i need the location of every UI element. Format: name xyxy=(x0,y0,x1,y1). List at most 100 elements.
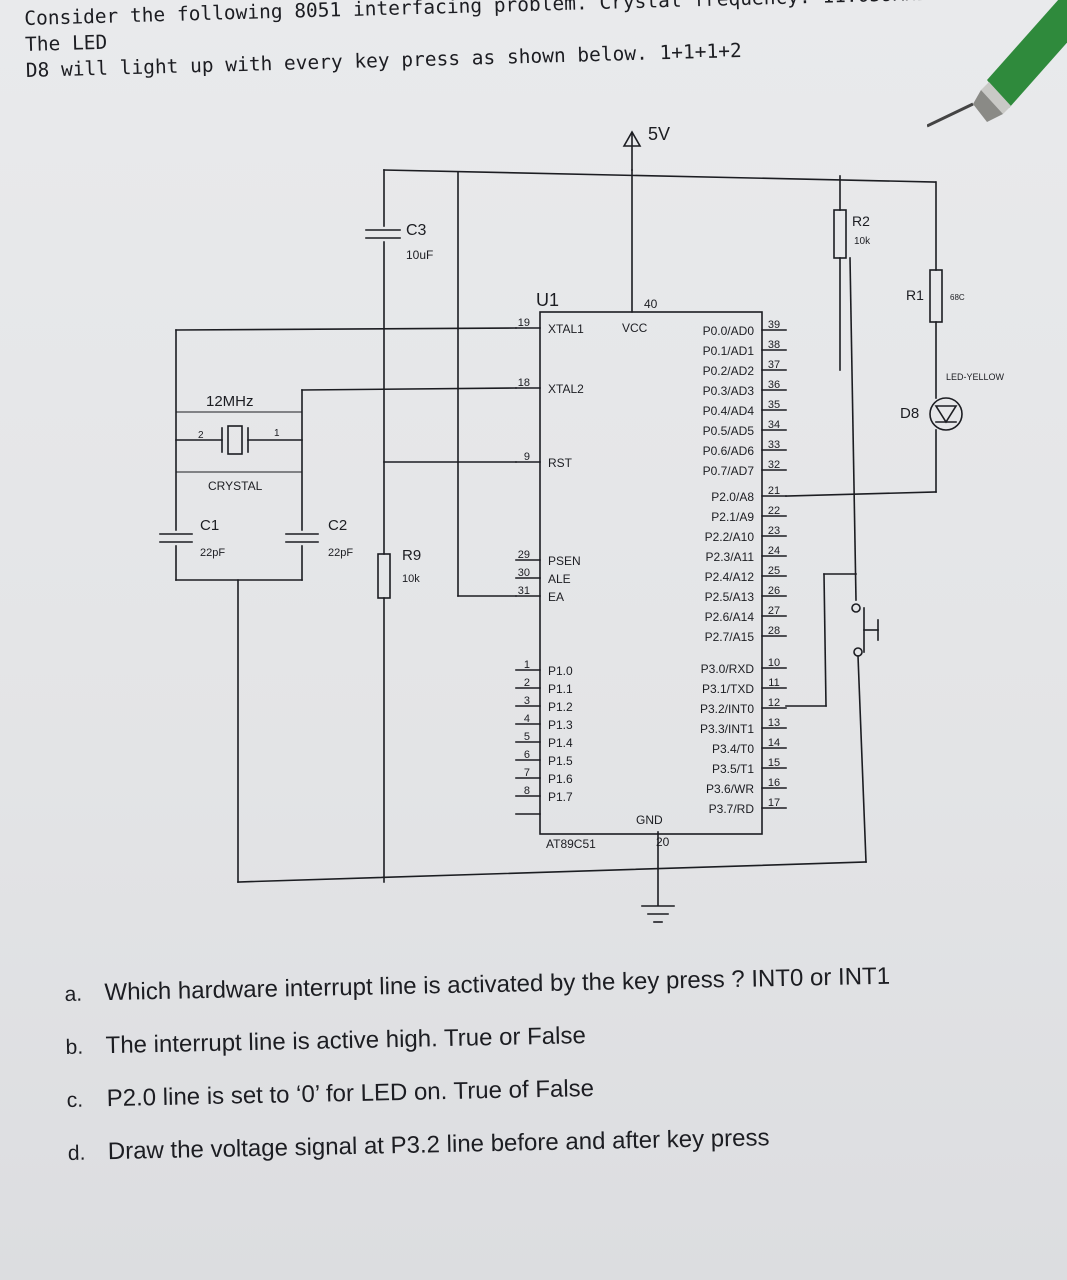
pin-name-right: P3.0/RXD xyxy=(701,662,755,676)
vcc-rail xyxy=(383,169,936,183)
vcc-pin: 40 xyxy=(644,297,658,311)
p2-0-wire xyxy=(785,491,937,497)
pin-number-left: 5 xyxy=(524,731,530,743)
d8-value: LED-YELLOW xyxy=(946,372,1005,382)
pin-name-left: EA xyxy=(548,590,564,604)
pin-number-right: 32 xyxy=(768,459,780,471)
crystal-body xyxy=(227,425,243,455)
question-c-label: c. xyxy=(66,1088,84,1112)
d8-led-icon xyxy=(929,397,963,431)
r1-value: 68C xyxy=(950,293,965,302)
r2-resistor xyxy=(833,209,847,259)
pin-number-right: 35 xyxy=(768,399,780,411)
pin-number-left: 31 xyxy=(518,585,530,597)
right-pin-labels: 39P0.0/AD038P0.1/AD137P0.2/AD236P0.3/AD3… xyxy=(700,319,780,816)
pin-number-right: 10 xyxy=(768,657,780,669)
pin-name-left: P1.4 xyxy=(548,736,573,750)
r9-label: R9 xyxy=(402,547,421,564)
pin-name-left: XTAL2 xyxy=(548,382,584,396)
pin-number-left: 19 xyxy=(518,317,530,329)
question-a-label: a. xyxy=(64,982,83,1006)
r1-resistor xyxy=(929,269,943,323)
pin-name-right: P3.5/T1 xyxy=(712,762,754,776)
r9-resistor xyxy=(377,553,391,599)
crystal-pin-2: 2 xyxy=(198,430,204,441)
r1-label: R1 xyxy=(906,287,924,303)
pin-number-right: 37 xyxy=(768,359,780,371)
pin-number-right: 17 xyxy=(768,797,780,809)
pin-number-right: 22 xyxy=(768,505,780,517)
pin-name-left: P1.7 xyxy=(548,790,573,804)
pin-number-right: 36 xyxy=(768,379,780,391)
gnd-label: GND xyxy=(636,813,663,827)
pin-number-right: 34 xyxy=(768,419,780,431)
pin-number-right: 24 xyxy=(768,545,780,557)
pin-number-right: 11 xyxy=(768,677,779,689)
vcc-label: VCC xyxy=(622,321,648,335)
pin-number-right: 25 xyxy=(768,565,780,577)
crystal-pin-1: 1 xyxy=(274,428,280,439)
c3-label: C3 xyxy=(406,222,427,239)
pin-number-right: 28 xyxy=(768,625,780,637)
question-list: a. Which hardware interrupt line is activ… xyxy=(64,948,1028,1180)
pin-name-left: RST xyxy=(548,456,573,470)
pin-number-left: 8 xyxy=(524,785,530,797)
pin-number-left: 18 xyxy=(518,377,530,389)
right-pin-stubs xyxy=(761,329,787,809)
pin-name-right: P3.1/TXD xyxy=(702,682,754,696)
push-button-icon xyxy=(851,603,879,657)
crystal-label: CRYSTAL xyxy=(208,479,263,493)
question-a-text: Which hardware interrupt line is activat… xyxy=(104,962,891,1007)
r9-value: 10k xyxy=(402,573,420,585)
pin-name-right: P2.3/A11 xyxy=(706,550,755,564)
pin-number-right: 27 xyxy=(768,605,780,617)
pin-name-right: P3.6/WR xyxy=(706,782,754,796)
pin-name-right: P0.6/AD6 xyxy=(703,444,755,458)
gnd-pin: 20 xyxy=(656,835,670,849)
pin-number-right: 14 xyxy=(768,737,780,749)
pin-number-left: 1 xyxy=(524,659,530,671)
pin-name-left: P1.1 xyxy=(548,682,573,696)
pin-name-right: P2.6/A14 xyxy=(705,610,755,624)
circuit-schematic: 5V C3 10uF U1 40 VCC GND 20 AT89C51 R2 1… xyxy=(159,124,1005,923)
chip-part: AT89C51 xyxy=(546,837,596,851)
r2-value: 10k xyxy=(854,236,871,247)
xtal1-wire xyxy=(175,327,517,331)
pin-number-right: 16 xyxy=(768,777,780,789)
pin-name-right: P3.7/RD xyxy=(709,802,755,816)
pin-name-left: XTAL1 xyxy=(548,322,584,336)
question-b-text: The interrupt line is active high. True … xyxy=(105,1022,587,1060)
question-b-label: b. xyxy=(65,1035,84,1059)
pin-number-left: 6 xyxy=(524,749,530,761)
pin-number-right: 21 xyxy=(768,485,780,497)
pin-name-right: P0.1/AD1 xyxy=(703,344,755,358)
pin-number-left: 4 xyxy=(524,713,530,725)
pin-name-right: P0.3/AD3 xyxy=(703,384,755,398)
pin-number-right: 26 xyxy=(768,585,780,597)
pin-number-right: 13 xyxy=(768,717,780,729)
pencil-icon xyxy=(927,0,1067,128)
left-pin-stubs xyxy=(515,327,541,815)
pin-number-right: 39 xyxy=(768,319,780,331)
pin-name-right: P2.7/A15 xyxy=(705,630,755,644)
question-c-text: P2.0 line is set to ‘0’ for LED on. True… xyxy=(106,1074,595,1113)
pin-name-left: P1.2 xyxy=(548,700,573,714)
crystal-freq: 12MHz xyxy=(206,393,254,410)
pin-number-left: 2 xyxy=(524,677,530,689)
chip-ref: U1 xyxy=(536,290,559,310)
question-d-text: Draw the voltage signal at P3.2 line bef… xyxy=(107,1124,770,1166)
pin-name-left: P1.6 xyxy=(548,772,573,786)
c1-label: C1 xyxy=(200,517,219,534)
c2-label: C2 xyxy=(328,517,347,534)
pin-name-left: PSEN xyxy=(548,554,581,568)
r2-label: R2 xyxy=(852,213,870,229)
pin-number-right: 23 xyxy=(768,525,780,537)
pin-number-left: 29 xyxy=(518,549,530,561)
pin-number-right: 12 xyxy=(768,697,780,709)
pin-name-right: P0.2/AD2 xyxy=(703,364,755,378)
pin-name-left: P1.5 xyxy=(548,754,573,768)
ground-rail xyxy=(237,861,867,883)
pin-name-right: P2.0/A8 xyxy=(711,490,754,504)
pin-name-right: P2.5/A13 xyxy=(705,590,755,604)
